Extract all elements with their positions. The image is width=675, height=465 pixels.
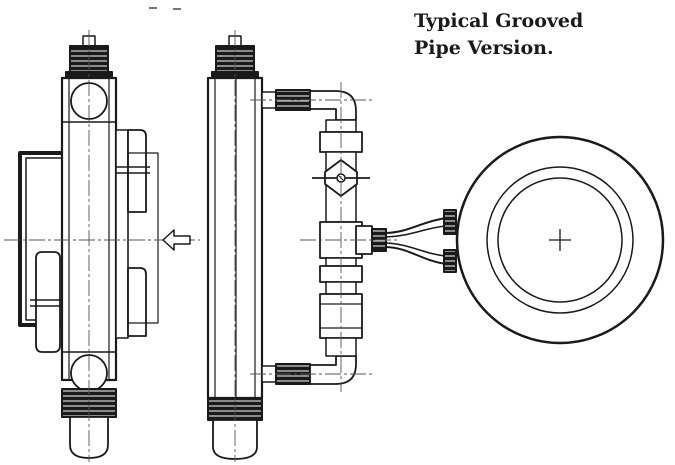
hose-bundle [385, 217, 447, 265]
drawing-caption: Typical Grooved Pipe Version. [414, 8, 583, 62]
side-view-lever [30, 251, 74, 353]
front-view-assembly [206, 30, 400, 462]
side-view-assembly [4, 30, 200, 462]
crosshair-icon [549, 229, 571, 251]
upper-pipe-connection [261, 89, 357, 121]
hollow-left-arrow-icon [162, 229, 191, 251]
caption-line-1: Typical Grooved [414, 10, 584, 32]
side-view-body [60, 76, 118, 392]
caption-line-2: Pipe Version. [414, 37, 554, 59]
lower-pipe-connection [261, 355, 357, 385]
gauge-assembly [443, 135, 665, 345]
side-view-bracket [115, 129, 159, 339]
